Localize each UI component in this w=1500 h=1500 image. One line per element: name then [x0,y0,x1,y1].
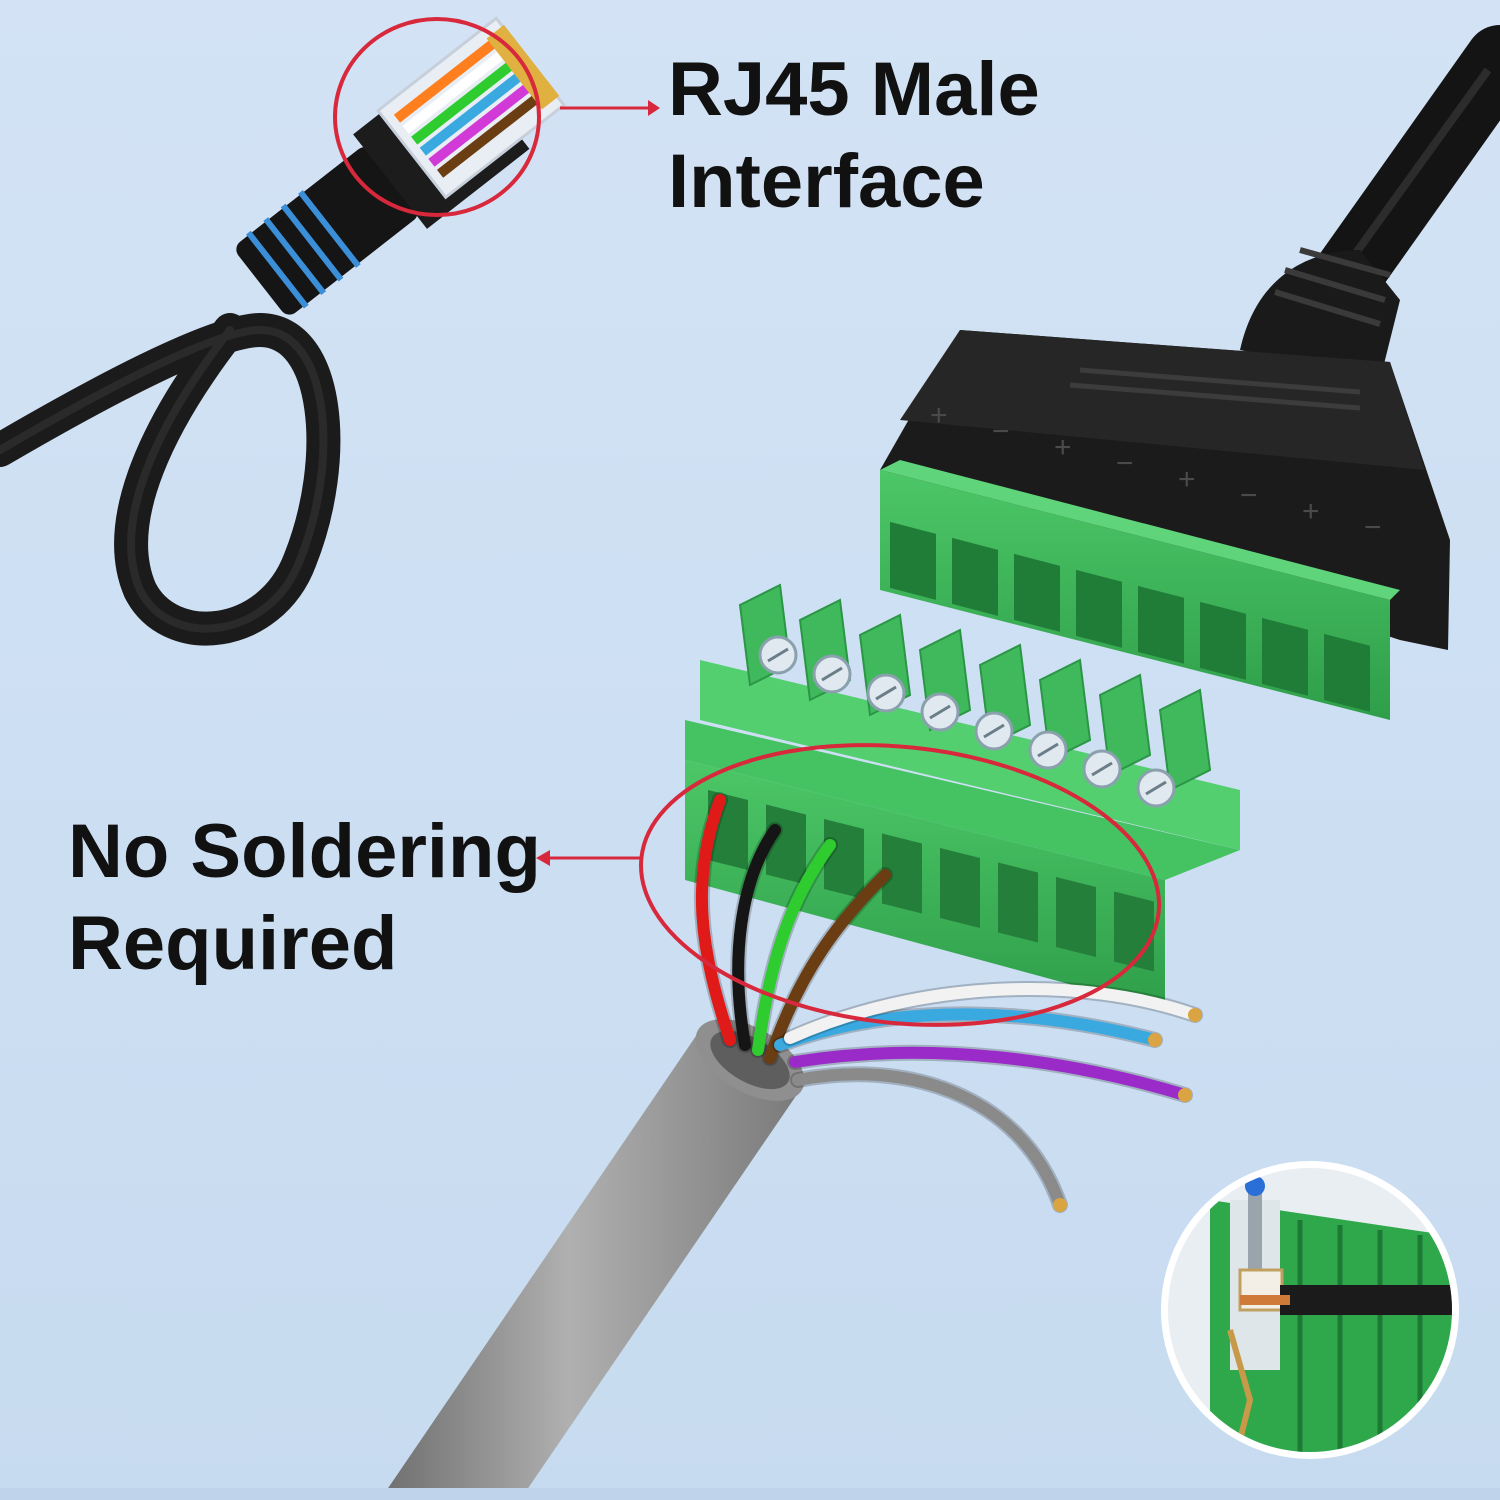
rj45-plug [375,16,567,200]
bottom-edge [0,1488,1500,1500]
rj45-cable-loop [0,312,341,646]
wire [764,869,891,1064]
polarity-mark: − [1116,447,1134,480]
wire [695,794,736,1046]
polarity-mark: − [1240,479,1258,512]
polarity-marks: + − + − + − + − [930,399,1382,544]
wire-tip [1178,1088,1192,1102]
polarity-mark: − [992,415,1010,448]
polarity-mark: + [1178,463,1196,496]
wire [774,1008,1161,1051]
rj45-callout [333,17,660,217]
rj45-label-line1: RJ45 Male [668,47,1040,132]
female-connector-cable [1240,25,1500,380]
polarity-mark: − [1364,511,1382,544]
solder-label: No Soldering Required [68,806,541,990]
female-green-socket [880,460,1400,720]
loose-wires [693,792,1203,1213]
wire-tip [1053,1198,1067,1212]
rj45-label: RJ45 Male Interface [668,44,1040,228]
solder-label-line1: No Soldering [68,809,541,894]
solder-label-line2: Required [68,901,398,986]
wire [789,1046,1191,1101]
wire [732,824,781,1051]
polarity-mark: + [930,399,948,432]
wire [752,839,836,1056]
polarity-mark: + [1302,495,1320,528]
clamp-detail-inset [1161,1161,1459,1459]
wire-tip [1188,1008,1202,1022]
wire-tip [1148,1033,1162,1047]
rj45-label-line2: Interface [668,139,985,224]
wire [792,1068,1066,1211]
polarity-mark: + [1054,431,1072,464]
solder-callout [536,743,1161,1027]
